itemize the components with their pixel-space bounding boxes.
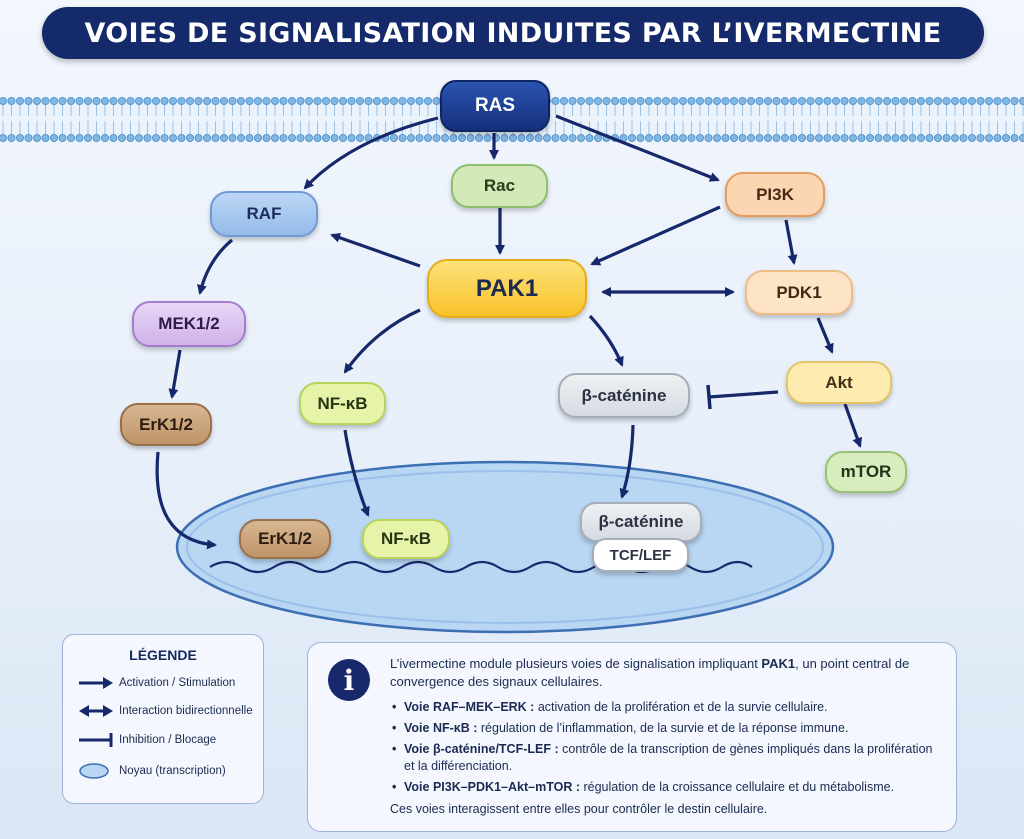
node-rac: Rac bbox=[451, 164, 548, 208]
arrow-pi3k-pak1 bbox=[590, 205, 721, 266]
legend-item-bidirectional: Interaction bidirectionnelle bbox=[77, 701, 253, 721]
info-bullet-raf-mek-erk: Voie RAF–MEK–ERK : activation de la prol… bbox=[390, 699, 945, 716]
arrow-ras-raf bbox=[303, 116, 439, 190]
node-nfkb: NF-κB bbox=[299, 382, 386, 425]
arrow-pdk1-akt bbox=[816, 317, 834, 354]
node-pdk1: PDK1 bbox=[745, 270, 853, 315]
legend-title: LÉGENDE bbox=[129, 647, 197, 663]
node-akt: Akt bbox=[786, 361, 892, 404]
double-arrow-icon bbox=[79, 705, 113, 717]
arrow-raf-mek bbox=[197, 238, 234, 295]
legend-label: Inhibition / Blocage bbox=[119, 734, 217, 746]
node-ras: RAS bbox=[440, 80, 550, 132]
info-bullet-nfkb: Voie NF-κB : régulation de l’inflammatio… bbox=[390, 720, 945, 737]
inhibition-akt-bcat bbox=[708, 390, 779, 399]
legend-panel: LÉGENDE Activation / Stimulation Interac… bbox=[62, 634, 264, 804]
legend-item-inhibition: Inhibition / Blocage bbox=[77, 730, 216, 750]
legend-label: Interaction bidirectionnelle bbox=[119, 705, 253, 717]
info-conclusion: Ces voies interagissent entre elles pour… bbox=[390, 802, 768, 816]
info-panel: i L’ivermectine module plusieurs voies d… bbox=[307, 642, 957, 832]
arrow-akt-mtor bbox=[843, 403, 863, 448]
legend-item-nucleus: Noyau (transcription) bbox=[77, 761, 226, 781]
node-erk-nucleus: ErK1/2 bbox=[239, 519, 331, 559]
info-list: Voie RAF–MEK–ERK : activation de la prol… bbox=[390, 699, 945, 796]
node-tcf-lef: TCF/LEF bbox=[592, 538, 689, 572]
arrow-icon bbox=[79, 677, 113, 689]
arrow-pak1-nfkb bbox=[343, 308, 421, 374]
node-pak1: PAK1 bbox=[427, 259, 587, 318]
arrow-ras-pi3k bbox=[555, 114, 720, 182]
legend-item-activation: Activation / Stimulation bbox=[77, 673, 235, 693]
arrow-pak1-bcat bbox=[588, 314, 624, 367]
node-nfkb-nucleus: NF-κB bbox=[362, 519, 450, 559]
node-pi3k: PI3K bbox=[725, 172, 825, 217]
info-intro: L’ivermectine module plusieurs voies de … bbox=[390, 656, 910, 689]
node-mtor: mTOR bbox=[825, 451, 907, 493]
info-bullet-beta-catenin: Voie β-caténine/TCF-LEF : contrôle de la… bbox=[390, 741, 945, 775]
inhibition-icon bbox=[79, 733, 113, 747]
arrow-pi3k-pdk1 bbox=[784, 219, 798, 265]
legend-label: Activation / Stimulation bbox=[119, 677, 236, 689]
arrow-erk-nucleus bbox=[155, 451, 217, 550]
arrow-pak1-raf bbox=[330, 232, 421, 268]
title-banner: VOIES DE SIGNALISATION INDUITES PAR L’IV… bbox=[42, 7, 984, 59]
node-raf: RAF bbox=[210, 191, 318, 237]
arrow-bcat-nucleus bbox=[619, 424, 635, 499]
node-erk: ErK1/2 bbox=[120, 403, 212, 446]
info-text: L’ivermectine module plusieurs voies de … bbox=[390, 655, 945, 818]
info-icon: i bbox=[328, 659, 370, 701]
inhibition-bar bbox=[706, 384, 712, 410]
nucleus-icon bbox=[79, 763, 109, 779]
node-mek: MEK1/2 bbox=[132, 301, 246, 347]
legend-label: Noyau (transcription) bbox=[119, 765, 226, 777]
page-title: VOIES DE SIGNALISATION INDUITES PAR L’IV… bbox=[84, 17, 942, 49]
node-beta-catenin: β-caténine bbox=[558, 373, 690, 418]
arrow-nfkb-nucleus bbox=[343, 429, 370, 517]
node-beta-catenin-nucleus: β-caténine bbox=[580, 502, 702, 542]
arrow-mek-erk bbox=[168, 349, 182, 399]
info-bullet-pi3k-akt: Voie PI3K–PDK1–Akt–mTOR : régulation de … bbox=[390, 779, 945, 796]
pathway-arrows bbox=[155, 114, 863, 550]
